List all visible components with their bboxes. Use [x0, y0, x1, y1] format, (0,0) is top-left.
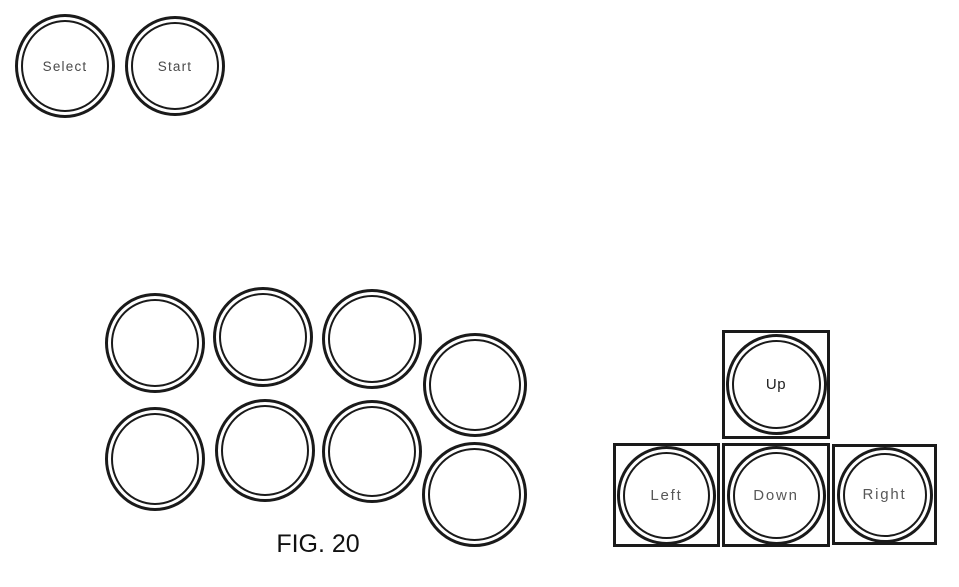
start-button-label: Start [157, 58, 193, 74]
action-button [105, 407, 205, 511]
dpad-left-button: Left [613, 443, 720, 547]
dpad-left-label: Left [650, 486, 683, 504]
dpad-up-ring: Up [725, 334, 827, 435]
dpad-down-button: Down [722, 443, 830, 547]
action-button [215, 399, 315, 502]
action-button [422, 442, 527, 547]
action-button [322, 289, 422, 389]
action-button [423, 333, 527, 437]
dpad-down-label: Down [753, 486, 799, 504]
dpad-up-label: Up [765, 376, 787, 393]
action-button [105, 293, 205, 393]
start-button: Start [125, 16, 225, 116]
dpad-right-ring: Right [836, 446, 933, 543]
dpad-up-button: Up [722, 330, 830, 439]
action-button [322, 400, 422, 503]
dpad-left-ring: Left [617, 445, 716, 545]
select-button-label: Select [42, 58, 88, 74]
dpad-right-label: Right [862, 486, 907, 503]
select-button: Select [15, 14, 115, 118]
figure-caption: FIG. 20 [276, 530, 360, 558]
dpad-right-button: Right [832, 444, 937, 545]
action-button [213, 287, 313, 387]
dpad-down-ring: Down [726, 445, 826, 545]
